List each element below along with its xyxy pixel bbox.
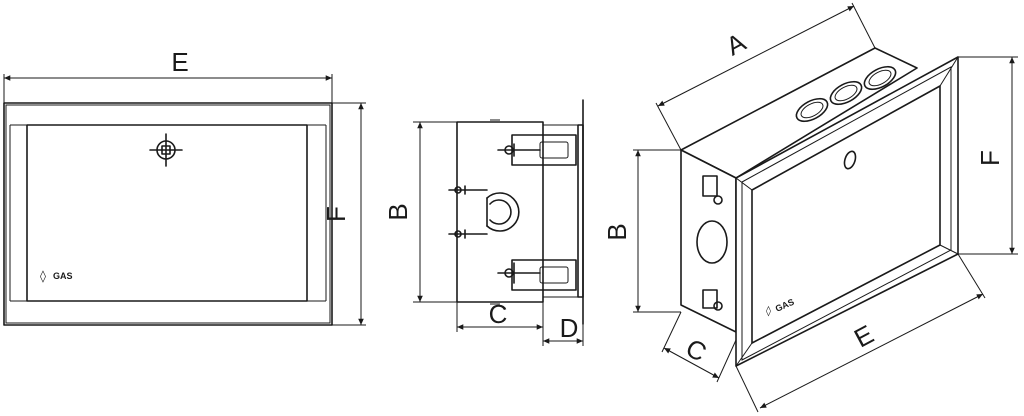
iso-bracket-lower — [702, 289, 718, 309]
iso-frame-line — [735, 342, 753, 367]
iso-dim-label-c: C — [681, 332, 712, 367]
gas-logo-symbol: ◊ — [40, 269, 46, 283]
iso-frame-line — [735, 177, 753, 191]
iso-frame-line — [939, 56, 959, 87]
gas-connection — [448, 185, 520, 239]
extension-line — [655, 102, 682, 151]
extension-line — [661, 311, 682, 353]
front-frame-inner-edge — [5, 104, 331, 324]
front-frame-outer — [3, 102, 333, 326]
iso-gas-logo-symbol: ◊ — [766, 305, 771, 317]
side-box-body — [456, 121, 544, 303]
dim-label-d: D — [560, 313, 579, 343]
iso-bracket-upper — [702, 175, 718, 197]
dim-label-c: C — [489, 299, 508, 329]
front-view: ◊ GAS E F — [3, 47, 366, 326]
upper-bracket — [497, 134, 577, 166]
dimension-line-a — [657, 5, 855, 107]
side-view: B C D — [383, 99, 584, 346]
front-door — [26, 124, 308, 302]
iso-dim-label-f: F — [975, 150, 1005, 166]
iso-frame-line — [939, 244, 959, 255]
iso-bracket-screw — [713, 195, 723, 205]
side-knockout-hole — [696, 220, 728, 264]
lock-icon — [149, 133, 183, 167]
extension-line — [957, 253, 986, 299]
iso-bracket-screw — [713, 301, 723, 311]
gas-logo-text: GAS — [53, 271, 73, 281]
iso-dim-label-b: B — [602, 223, 632, 240]
dim-label-e: E — [171, 47, 188, 77]
isometric-view: ◊ GAS A B C E F — [602, 2, 1018, 413]
iso-lock-icon — [843, 150, 857, 170]
extension-line — [735, 365, 759, 413]
dimension-line-c-iso — [663, 347, 720, 379]
knockout-hole — [863, 65, 897, 91]
dimension-line-e-iso — [759, 293, 984, 409]
extension-line — [716, 339, 737, 383]
dim-label-f: F — [321, 206, 351, 222]
iso-dim-label-e: E — [849, 319, 878, 354]
dim-label-b: B — [383, 203, 413, 220]
knockout-hole-inner — [868, 69, 892, 87]
extension-line — [851, 2, 876, 49]
dim-label-a: A — [721, 26, 751, 61]
lower-bracket — [497, 259, 577, 291]
